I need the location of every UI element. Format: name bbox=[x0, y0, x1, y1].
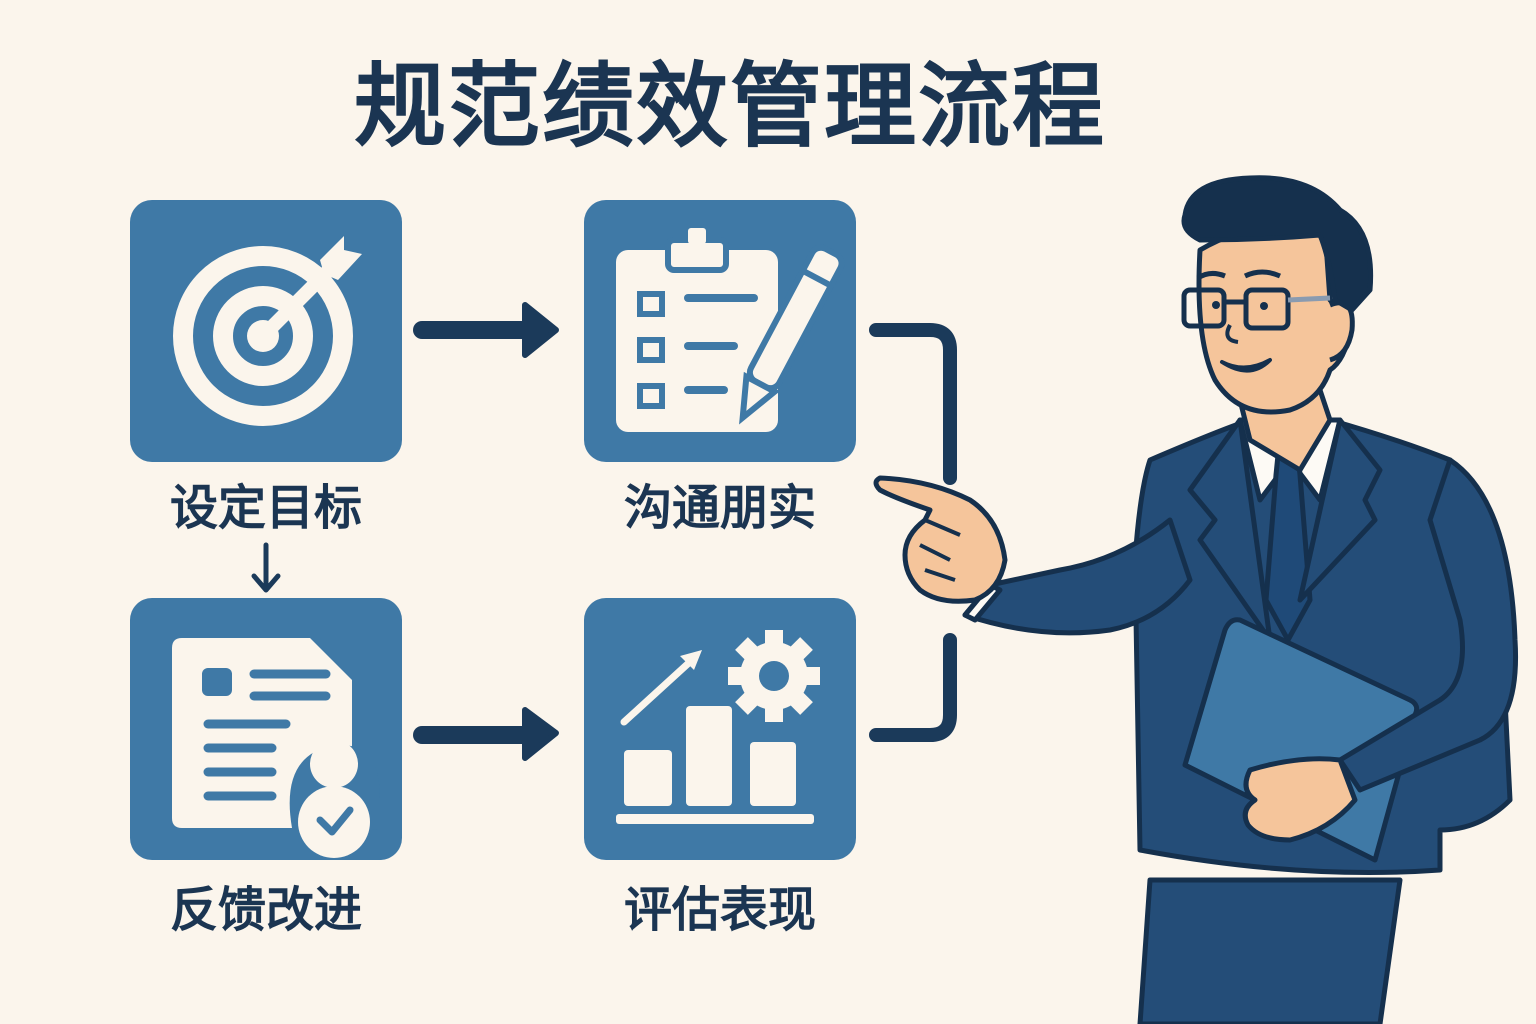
step-label-set-goals: 设定目标 bbox=[169, 480, 362, 536]
step-card-communicate bbox=[584, 200, 856, 462]
step-label-evaluate: 评估表现 bbox=[623, 882, 816, 938]
step-label-feedback-improve: 反馈改进 bbox=[169, 882, 362, 938]
down-arrow-icon bbox=[251, 542, 281, 593]
page-title: 规范绩效管理流程 bbox=[353, 53, 1106, 160]
businessman-illustration bbox=[873, 175, 1519, 1024]
target-arrow-icon bbox=[173, 236, 362, 426]
right-arrow-icon-bottom bbox=[413, 707, 559, 761]
bracket-connector-icon bbox=[869, 323, 957, 742]
clipboard-checklist-pencil-icon bbox=[616, 228, 845, 432]
bar-chart-gear-icon bbox=[616, 630, 820, 824]
document-user-check-icon bbox=[172, 638, 380, 858]
step-label-communicate: 沟通朋实 bbox=[623, 480, 816, 536]
step-card-set-goals bbox=[130, 200, 402, 462]
right-arrow-icon-top bbox=[413, 302, 559, 358]
step-card-evaluate bbox=[584, 598, 856, 860]
step-card-feedback-improve bbox=[130, 598, 402, 860]
gear-icon bbox=[728, 630, 820, 722]
